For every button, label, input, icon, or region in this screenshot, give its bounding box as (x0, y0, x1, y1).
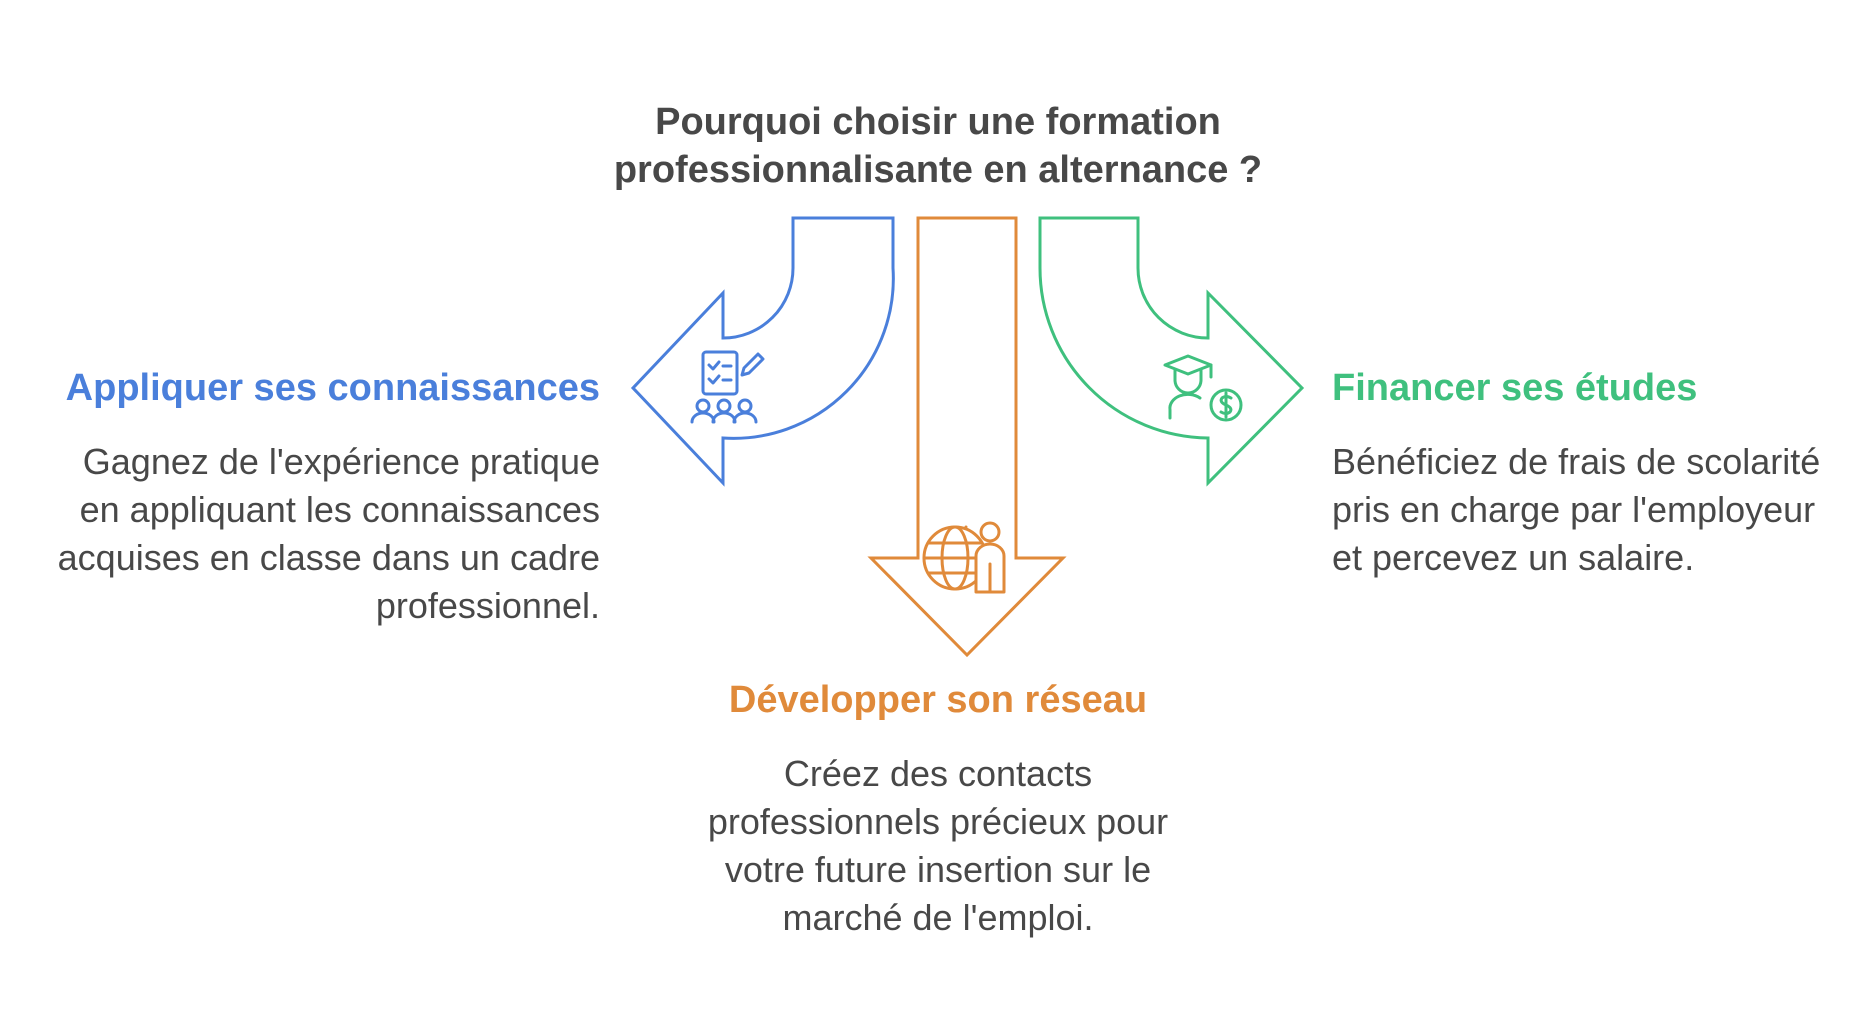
diagram-title: Pourquoi choisir une formation professio… (613, 101, 1263, 191)
center-branch-text: Créez des contacts professionnels précie… (707, 753, 1169, 938)
center-arrow (867, 216, 1067, 658)
globe-person-icon (922, 521, 1006, 594)
checklist-team-icon (690, 350, 765, 424)
center-branch-heading: Développer son réseau (728, 679, 1148, 721)
right-branch-text: Bénéficiez de frais de scolarité pris en… (1332, 441, 1821, 578)
left-branch-heading: Appliquer ses connaissances (65, 367, 600, 409)
left-branch-text: Gagnez de l'expérience pratique en appli… (57, 441, 600, 626)
left-arrow (630, 216, 895, 487)
right-arrow (1038, 216, 1305, 487)
right-branch-heading: Financer ses études (1332, 367, 1698, 409)
graduate-dollar-icon (1163, 354, 1243, 422)
